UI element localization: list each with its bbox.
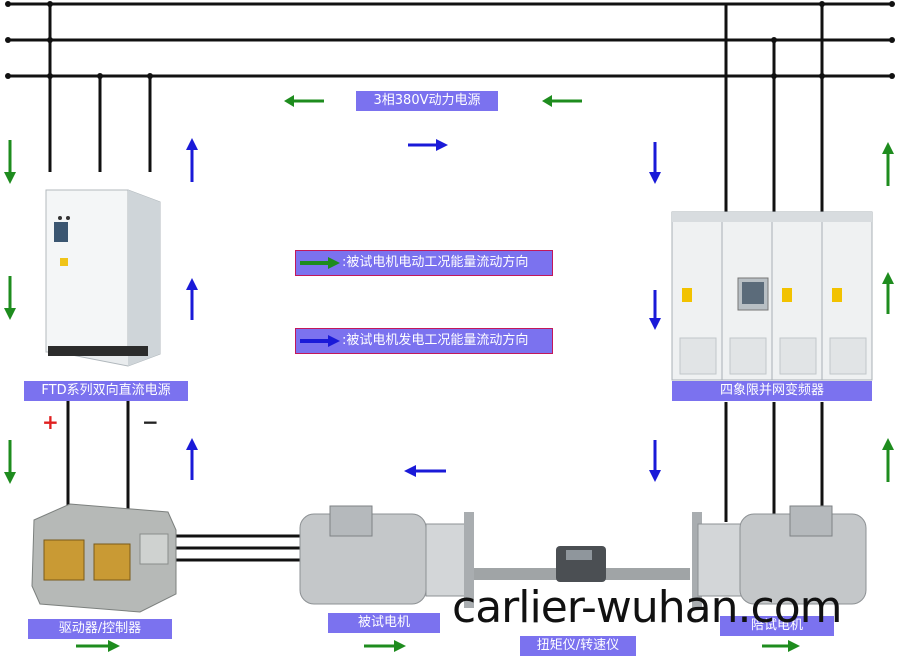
generating-arrows [186,138,661,482]
legend-motoring: :被试电机电动工况能量流动方向 [295,250,553,276]
legend-blue-arrow-icon [300,335,340,347]
dc-power-cabinet-image [45,189,161,367]
inverter-cabinet-image [671,211,873,381]
legend-green-arrow-icon [300,257,340,269]
legend-generating-text: :被试电机发电工况能量流动方向 [342,333,529,348]
positive-sign: + [42,410,59,434]
inverter-feed-wires [724,4,824,214]
dc-supply-feed-wires [48,4,152,172]
dc-power-supply-label: FTD系列双向直流电源 [24,381,188,401]
load-motor-image [692,505,867,608]
dc-link-wires [66,400,130,512]
load-motor-wires [724,402,824,522]
motoring-arrows [4,95,894,652]
driver-controller-image [31,503,177,613]
legend-motoring-text: :被试电机电动工况能量流动方向 [342,255,529,270]
three-phase-bus [8,2,892,78]
negative-sign: − [142,410,159,434]
motor-phase-wires [176,534,300,562]
power-source-title: 3相380V动力电源 [356,91,498,111]
dut-motor-image [299,505,474,608]
dut-motor-label: 被试电机 [328,613,440,633]
watermark: carlier-wuhan.com [452,582,842,633]
torque-meter-image [556,546,606,582]
inverter-label: 四象限并网变频器 [672,381,872,401]
torque-meter-label: 扭矩仪/转速仪 [520,636,636,656]
driver-controller-label: 驱动器/控制器 [28,619,172,639]
legend-generating: :被试电机发电工况能量流动方向 [295,328,553,354]
load-motor-label: 陪试电机 [720,616,834,636]
